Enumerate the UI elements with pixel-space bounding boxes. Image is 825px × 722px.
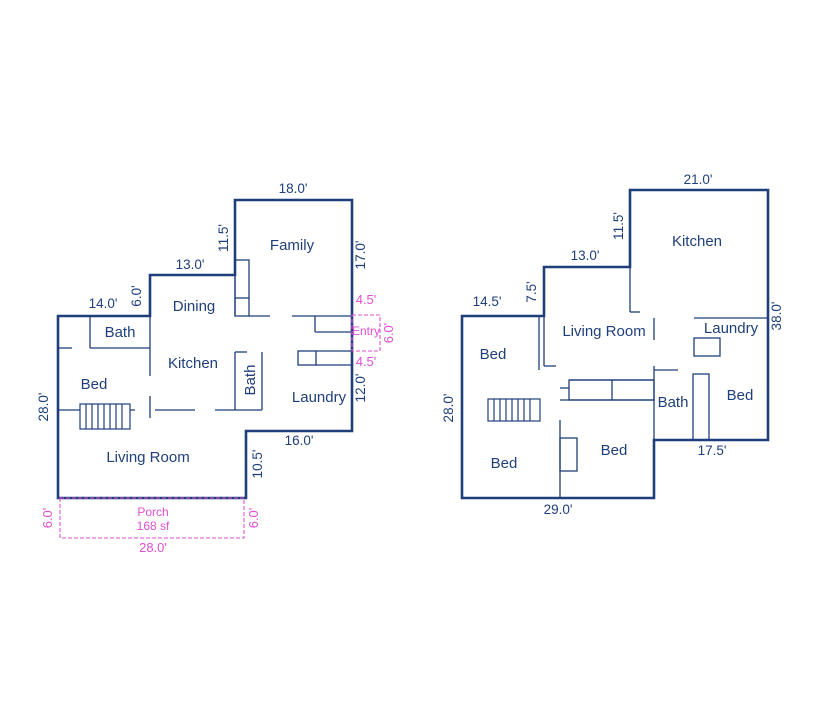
floor-1-stairs [79,403,131,430]
room-label-bath: Bath [105,324,136,341]
porch-label: Porch [137,505,168,519]
room-label-kitchen: Kitchen [672,233,722,250]
dimension-label: 17.5' [698,443,727,458]
dimension-label: 18.0' [279,181,308,196]
floor-1-interior-walls [58,259,352,418]
floor-1: Family Dining Bath Kitchen Bed Bath Laun… [36,181,396,555]
dimension-label: 14.0' [89,296,118,311]
dimension-label: 12.0' [353,374,368,403]
floor-2: Kitchen Living Room Laundry Bed Bed Bed … [441,172,784,517]
floor-2-interior-walls [538,267,768,498]
entry-dimension-label: 4.5' [356,354,377,369]
porch-dimension-label: 6.0' [40,508,55,529]
dimension-label: 11.5' [216,224,231,252]
porch-area-label: 168 sf [137,519,170,533]
room-label-living-room: Living Room [106,449,189,466]
room-label-bed: Bed [491,455,518,472]
dimension-label: 21.0' [684,172,713,187]
dimension-label: 10.5' [250,450,265,479]
porch-dimension-label: 6.0' [246,508,261,529]
floor-2-exterior-walls [460,188,770,500]
dimension-label: 6.0' [129,285,144,306]
dimension-label: 28.0' [36,393,51,422]
room-label-laundry: Laundry [704,320,759,337]
entry-dimension-label: 6.0' [381,323,396,344]
room-label-bath: Bath [242,365,259,396]
room-label-bed: Bed [727,387,754,404]
entry-label: Entry [352,324,380,338]
room-label-bed: Bed [601,442,628,459]
porch-dimension-label: 28.0' [139,540,167,555]
dimension-label: 14.5' [473,294,502,309]
floor-2-stairs [487,398,541,422]
dimension-label: 13.0' [176,257,205,272]
room-label-laundry: Laundry [292,389,347,406]
dimension-label: 7.5' [524,281,539,302]
room-label-bed: Bed [480,346,507,363]
dimension-label: 28.0' [441,394,456,423]
porch-outline [59,497,245,539]
dimension-label: 38.0' [769,302,784,331]
dimension-label: 29.0' [544,502,573,517]
dimension-label: 16.0' [285,433,314,448]
dimension-label: 17.0' [353,241,368,270]
room-label-bath: Bath [658,394,689,411]
room-label-family: Family [270,237,315,254]
dimension-label: 11.5' [611,212,626,240]
entry-dimension-label: 4.5' [356,292,377,307]
entry-outline [351,314,381,352]
dimension-label: 13.0' [571,248,600,263]
room-label-kitchen: Kitchen [168,355,218,372]
room-label-living-room: Living Room [562,323,645,340]
room-label-dining: Dining [173,298,216,315]
room-label-bed: Bed [81,376,108,393]
